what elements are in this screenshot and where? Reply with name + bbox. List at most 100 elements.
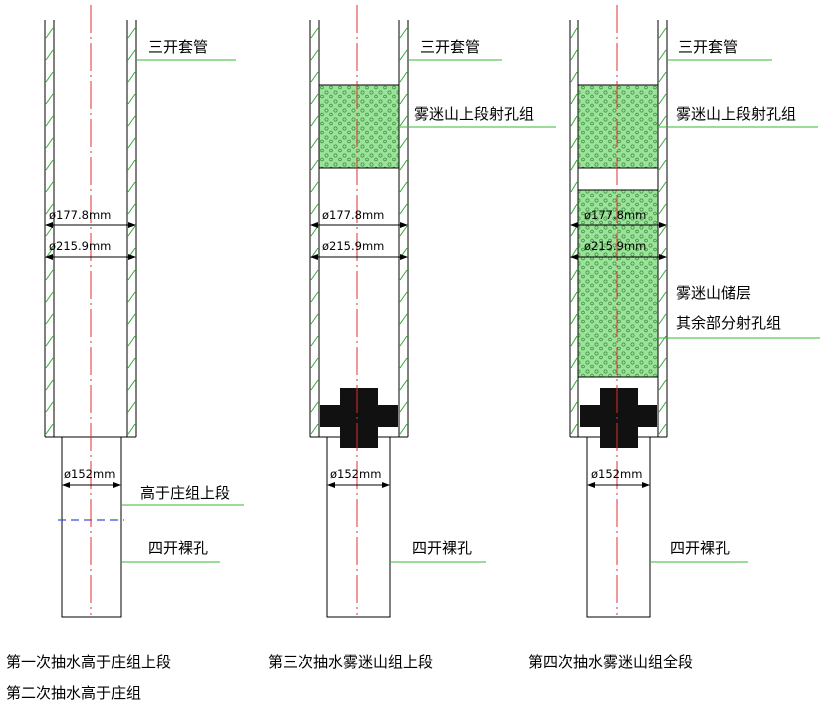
label-open-hole: 四开裸孔 <box>670 539 730 557</box>
hatch-mark <box>310 357 319 369</box>
hatch-mark <box>127 291 136 303</box>
label-zone: 高于庄组上段 <box>140 484 230 502</box>
hatch-mark <box>127 71 136 83</box>
hatch-mark <box>310 335 319 347</box>
hatch-mark <box>45 93 54 105</box>
panel-3: ø177.8mm ø215.9mm ø152mm 三开套管 雾迷山上段射孔组 雾… <box>528 5 820 671</box>
hatch-mark <box>310 137 319 149</box>
hatch-mark <box>570 423 578 435</box>
label-casing: 三开套管 <box>420 38 480 56</box>
hatch-mark <box>570 269 578 281</box>
hatch-mark <box>310 313 319 325</box>
hatch-mark <box>310 71 319 83</box>
perforation-upper <box>319 85 399 168</box>
hatch-mark <box>310 181 319 193</box>
hatch-mark <box>399 357 408 369</box>
hatch-mark <box>570 93 578 105</box>
hatch-mark <box>45 159 54 171</box>
hatch-mark <box>127 313 136 325</box>
hatch-mark <box>45 225 54 237</box>
dim-outer-label: ø215.9mm <box>584 239 646 253</box>
hatch-mark <box>310 401 319 413</box>
hatch-mark <box>570 335 578 347</box>
casing-wall-right <box>127 27 136 435</box>
hatch-mark <box>45 335 54 347</box>
hatch-mark <box>658 379 667 391</box>
hatch-mark <box>127 203 136 215</box>
hatch-mark <box>45 115 54 127</box>
hatch-mark <box>310 115 319 127</box>
hatch-mark <box>310 379 319 391</box>
hatch-mark <box>127 181 136 193</box>
hatch-mark <box>658 291 667 303</box>
hatch-mark <box>127 379 136 391</box>
hatch-mark <box>45 203 54 215</box>
hatch-mark <box>570 115 578 127</box>
dim-inner-label: ø177.8mm <box>49 208 111 222</box>
label-open-hole: 四开裸孔 <box>412 539 472 557</box>
hatch-mark <box>45 27 54 39</box>
hatch-mark <box>570 225 578 237</box>
casing-wall-left <box>45 27 54 435</box>
hatch-mark <box>45 71 54 83</box>
caption-panel-3: 第四次抽水雾迷山组全段 <box>528 653 693 671</box>
hatch-mark <box>399 27 408 39</box>
label-casing: 三开套管 <box>678 38 738 56</box>
hatch-mark <box>658 269 667 281</box>
hatch-mark <box>399 159 408 171</box>
hatch-mark <box>310 203 319 215</box>
hatch-mark <box>570 401 578 413</box>
packer <box>580 388 657 448</box>
hatch-mark <box>570 313 578 325</box>
label-casing: 三开套管 <box>148 38 208 56</box>
hatch-mark <box>45 423 54 435</box>
hatch-mark <box>310 423 319 435</box>
open-hole <box>586 436 651 618</box>
hatch-mark <box>127 137 136 149</box>
hatch-mark <box>127 49 136 61</box>
dim-open-label: ø152mm <box>591 467 642 481</box>
label-reservoir-line-2: 其余部分射孔组 <box>676 314 781 332</box>
hatch-mark <box>310 269 319 281</box>
caption-panel-2: 第三次抽水雾迷山组上段 <box>268 653 433 671</box>
hatch-mark <box>45 269 54 281</box>
hatch-mark <box>45 137 54 149</box>
hatch-mark <box>127 401 136 413</box>
hatch-mark <box>570 71 578 83</box>
hatch-mark <box>658 423 667 435</box>
label-open-hole: 四开裸孔 <box>148 539 208 557</box>
hatch-mark <box>45 291 54 303</box>
hatch-mark <box>658 225 667 237</box>
packer <box>320 388 398 448</box>
hatch-mark <box>310 159 319 171</box>
hatch-mark <box>127 27 136 39</box>
hatch-mark <box>399 225 408 237</box>
dim-inner-label: ø177.8mm <box>584 208 646 222</box>
hatch-mark <box>399 181 408 193</box>
hatch-mark <box>399 115 408 127</box>
hatch-mark <box>658 159 667 171</box>
hatch-mark <box>45 357 54 369</box>
hatch-mark <box>399 49 408 61</box>
hatch-mark <box>399 423 408 435</box>
label-perforation-upper: 雾迷山上段射孔组 <box>414 105 534 123</box>
hatch-mark <box>399 71 408 83</box>
hatch-mark <box>658 27 667 39</box>
hatch-mark <box>310 27 319 39</box>
hatch-mark <box>127 423 136 435</box>
hatch-mark <box>127 357 136 369</box>
open-hole <box>326 436 391 618</box>
hatch-mark <box>399 93 408 105</box>
perforation-upper <box>578 85 658 168</box>
hatch-mark <box>310 49 319 61</box>
hatch-mark <box>399 379 408 391</box>
hatch-mark <box>658 401 667 413</box>
hatch-mark <box>399 313 408 325</box>
hatch-mark <box>570 291 578 303</box>
hatch-mark <box>127 159 136 171</box>
hatch-mark <box>399 401 408 413</box>
label-perforation-upper: 雾迷山上段射孔组 <box>676 105 796 123</box>
casing-wall-right <box>658 27 667 435</box>
hatch-mark <box>310 93 319 105</box>
